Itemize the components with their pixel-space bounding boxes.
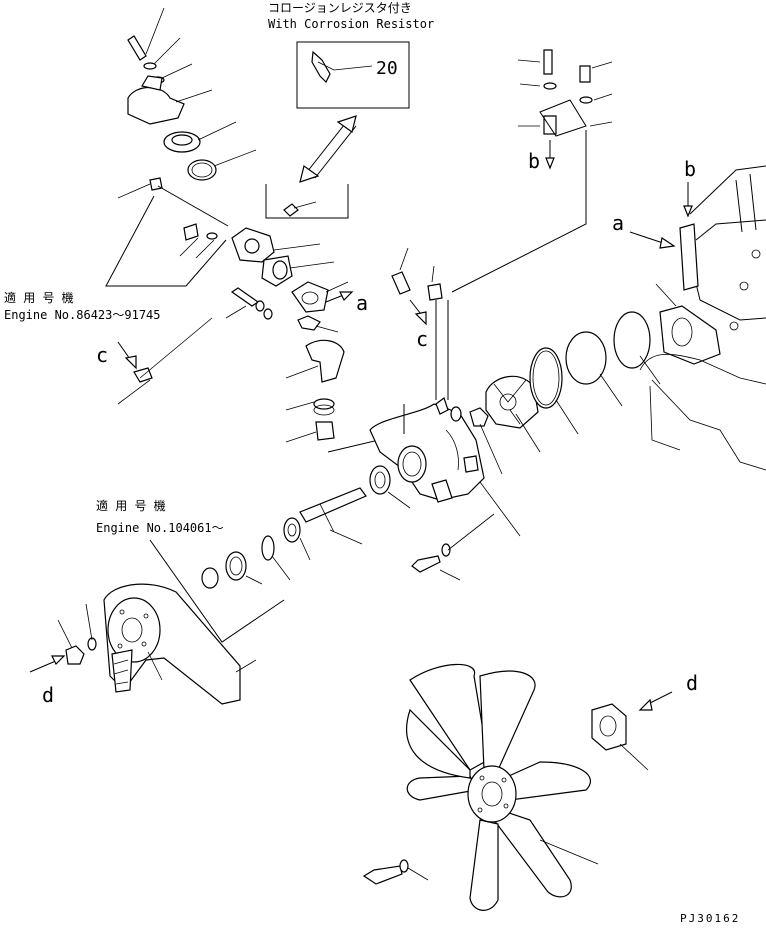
fan-blade-4 [493, 809, 572, 898]
snap-ring [613, 311, 651, 369]
pulley-and-belt [103, 583, 257, 705]
impeller-nut [469, 407, 489, 427]
serial-range-2-jp: 適 用 号 機 [96, 498, 166, 513]
serial-range-1-jp: 適 用 号 機 [4, 290, 74, 305]
water-hose-group [285, 339, 405, 453]
corrosion-resistor-part [311, 50, 331, 84]
fan-pulley [107, 597, 161, 663]
serial-range-1-en: Engine No.86423～91745 [4, 308, 161, 322]
corrosion-resistor-caption-jp: コロージョンレジスタ付き [268, 1, 412, 15]
fan-bolt [362, 859, 429, 885]
fan-hub [467, 765, 517, 823]
water-pump-body [369, 397, 521, 537]
water-outlet-housing [231, 227, 349, 333]
o-ring-1 [529, 347, 563, 409]
engine-block [639, 165, 766, 471]
resistor-mount-bracket [265, 184, 349, 219]
drawing-number: PJ30162 [680, 912, 740, 925]
fan-spacer-group: d [591, 671, 698, 771]
seal-group-range-2 [149, 517, 311, 643]
water-hose [305, 339, 345, 383]
fan-blade-1 [409, 663, 489, 771]
impeller [485, 375, 541, 453]
cooling-fan [406, 663, 599, 911]
ref-a-label-right: a [612, 211, 624, 235]
resistor-mount-fitting [283, 203, 299, 217]
fan-spacer [591, 703, 627, 751]
fan-blade-6 [406, 775, 477, 801]
o-ring-2 [565, 331, 607, 385]
ref-d-left-group: d [29, 603, 97, 707]
ref-c-center-group: c [391, 247, 449, 400]
ref-c-label-center: c [416, 327, 428, 351]
ref-b-top-group: b [451, 49, 613, 293]
corrosion-resistor-inset: コロージョンレジスタ付き With Corrosion Resistor 20 [268, 1, 434, 109]
part-20-label: 20 [376, 58, 398, 79]
pump-mounting-bolt [411, 513, 495, 581]
bolt [127, 35, 147, 61]
outlet-bolts [225, 287, 273, 320]
thermostat-cover [127, 86, 185, 125]
fan-blade-3 [499, 761, 592, 801]
fan-blade-2 [479, 670, 536, 771]
ref-a-label-left: a [356, 291, 368, 315]
hose-clamp [297, 315, 321, 331]
hose-fitting [315, 421, 335, 441]
serial-range-2-en: Engine No.104061～ [96, 521, 224, 535]
outlet-gasket [291, 281, 329, 313]
v-belt [111, 649, 133, 693]
corrosion-resistor-caption-en: With Corrosion Resistor [268, 17, 434, 31]
part-20-leader [317, 61, 373, 71]
pump-bearing [369, 465, 391, 495]
ref-d-label-right: d [686, 671, 698, 695]
inset-double-arrow [299, 115, 357, 183]
inset-frame [296, 41, 410, 109]
pump-shaft [299, 487, 367, 545]
ref-d-label-left: d [42, 683, 54, 707]
ref-c-label-left: c [96, 343, 108, 367]
bypass-tube-group [105, 177, 229, 287]
thermostat-housing-group [127, 7, 257, 181]
ref-b-label-right: b [684, 157, 696, 181]
fan-blade-5 [469, 819, 499, 911]
engine-mount-bracket [679, 223, 699, 291]
ref-b-label-top: b [528, 149, 540, 173]
